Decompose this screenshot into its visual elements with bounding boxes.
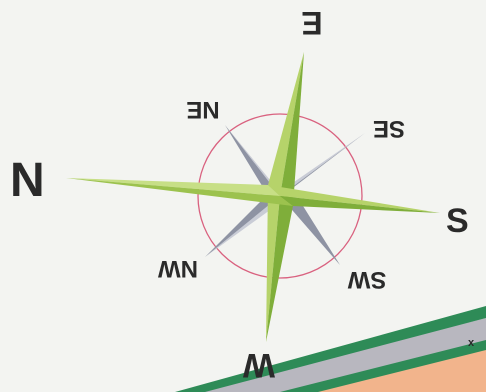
label-northwest: NW	[158, 255, 198, 282]
label-east: E	[301, 5, 322, 41]
map-edge-label: x	[468, 337, 475, 349]
label-south: S	[446, 202, 469, 240]
map-edge-road: x	[175, 306, 486, 392]
label-north: N	[10, 154, 45, 207]
label-southwest: SW	[347, 266, 386, 293]
label-northeast: NE	[186, 96, 219, 123]
label-southeast: SE	[373, 115, 405, 142]
label-west: W	[242, 346, 275, 384]
cardinal-points	[66, 52, 440, 342]
